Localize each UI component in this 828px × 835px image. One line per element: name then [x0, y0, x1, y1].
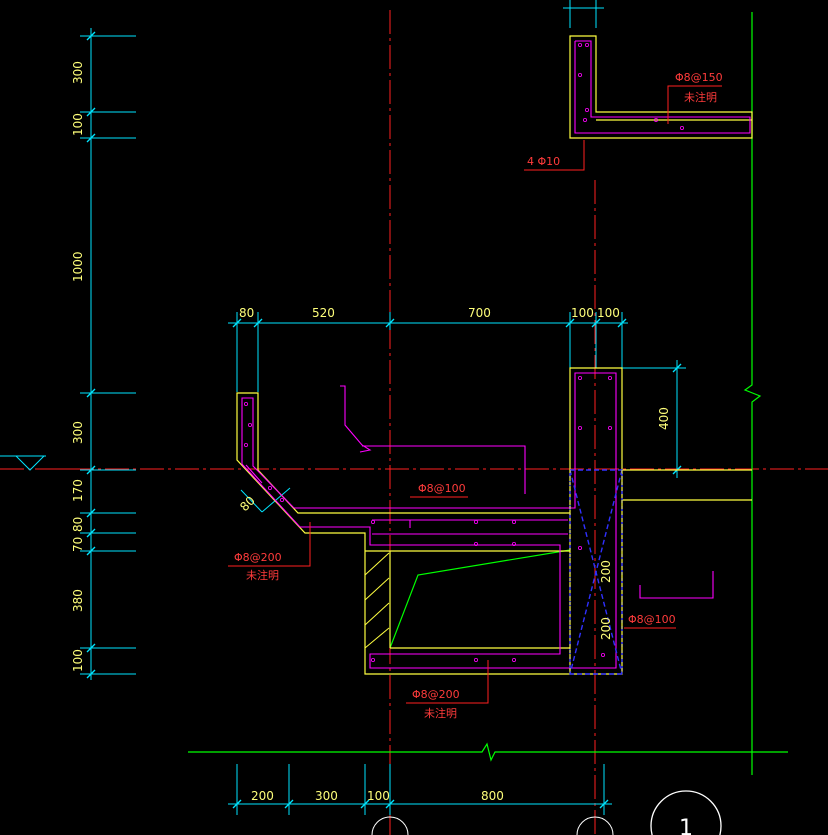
- wall-hatch: [364, 552, 390, 649]
- note-column-bars: 4 Φ10: [527, 155, 560, 168]
- stirrups: [569, 469, 623, 675]
- axis-lines: [0, 10, 828, 835]
- dim-bottom-100: 100: [367, 789, 390, 803]
- note-gutter-bottom: Φ8@100: [418, 482, 466, 495]
- top-column: [569, 35, 753, 139]
- dim-bottom-200: 200: [251, 789, 274, 803]
- left-dim-labels: 300 100 1000 300 170 80 70 380 100: [71, 61, 85, 672]
- note-stirrup: Φ8@100: [628, 613, 676, 626]
- dim-bottom-300: 300: [315, 789, 338, 803]
- note-bottom-beam-sub: 未注明: [424, 706, 457, 720]
- note-left-bevel-sub: 未注明: [246, 568, 279, 582]
- break-lines: [188, 12, 788, 775]
- bottom-dim-labels: 200 300 100 800: [251, 789, 504, 803]
- axis-bubble-left: [371, 816, 409, 835]
- dim-left-1000: 1000: [71, 251, 85, 282]
- dim-top-100-b: 100: [597, 306, 620, 320]
- note-leaders: [228, 85, 722, 704]
- gutter-section: [236, 367, 623, 675]
- dim-left-100-bottom: 100: [71, 649, 85, 672]
- dimension-ticks: [86, 31, 682, 809]
- dim-right-200-a: 200: [599, 560, 613, 583]
- note-top-slab-sub: 未注明: [684, 90, 717, 104]
- dim-left-100: 100: [71, 113, 85, 136]
- note-bottom-beam: Φ8@200: [412, 688, 460, 701]
- dim-top-520: 520: [312, 306, 335, 320]
- break-line-bottom-horizontal: [188, 742, 788, 762]
- dim-top-80: 80: [239, 306, 254, 320]
- dim-left-80: 80: [71, 517, 85, 532]
- dim-left-300-top: 300: [71, 61, 85, 84]
- dim-right-200-b: 200: [599, 617, 613, 640]
- dim-bevel-80: 80: [237, 493, 258, 514]
- break-line-right-vertical: [743, 12, 762, 775]
- concrete-outline: [236, 35, 753, 675]
- right-dim-labels: 400 200 200: [599, 407, 671, 640]
- level-symbol: [0, 455, 70, 471]
- note-left-bevel: Φ8@200: [234, 551, 282, 564]
- dim-bottom-800: 800: [481, 789, 504, 803]
- hatch-arrow-line: [389, 549, 571, 649]
- top-dim-labels: 80 520 700 100 100: [239, 306, 620, 320]
- dim-top-100-a: 100: [571, 306, 594, 320]
- dim-left-380: 380: [71, 589, 85, 612]
- rebar: [241, 40, 751, 669]
- dim-right-400: 400: [657, 407, 671, 430]
- dim-left-170: 170: [71, 479, 85, 502]
- rebar-dots: [243, 43, 685, 663]
- axis-bubble-label: 1: [679, 816, 693, 835]
- note-top-slab: Φ8@150: [675, 71, 723, 84]
- axis-bubble-mid: [576, 816, 614, 835]
- rebar-notes: Φ8@150 未注明 4 Φ10 Φ8@100 Φ8@200 未注明 Φ8@10…: [234, 71, 723, 720]
- stirrup-axis: [569, 470, 623, 674]
- axis-bubble: [650, 790, 722, 835]
- dim-top-700: 700: [468, 306, 491, 320]
- dim-left-300: 300: [71, 421, 85, 444]
- dimension-lines: [80, 0, 686, 815]
- dim-left-70: 70: [71, 537, 85, 552]
